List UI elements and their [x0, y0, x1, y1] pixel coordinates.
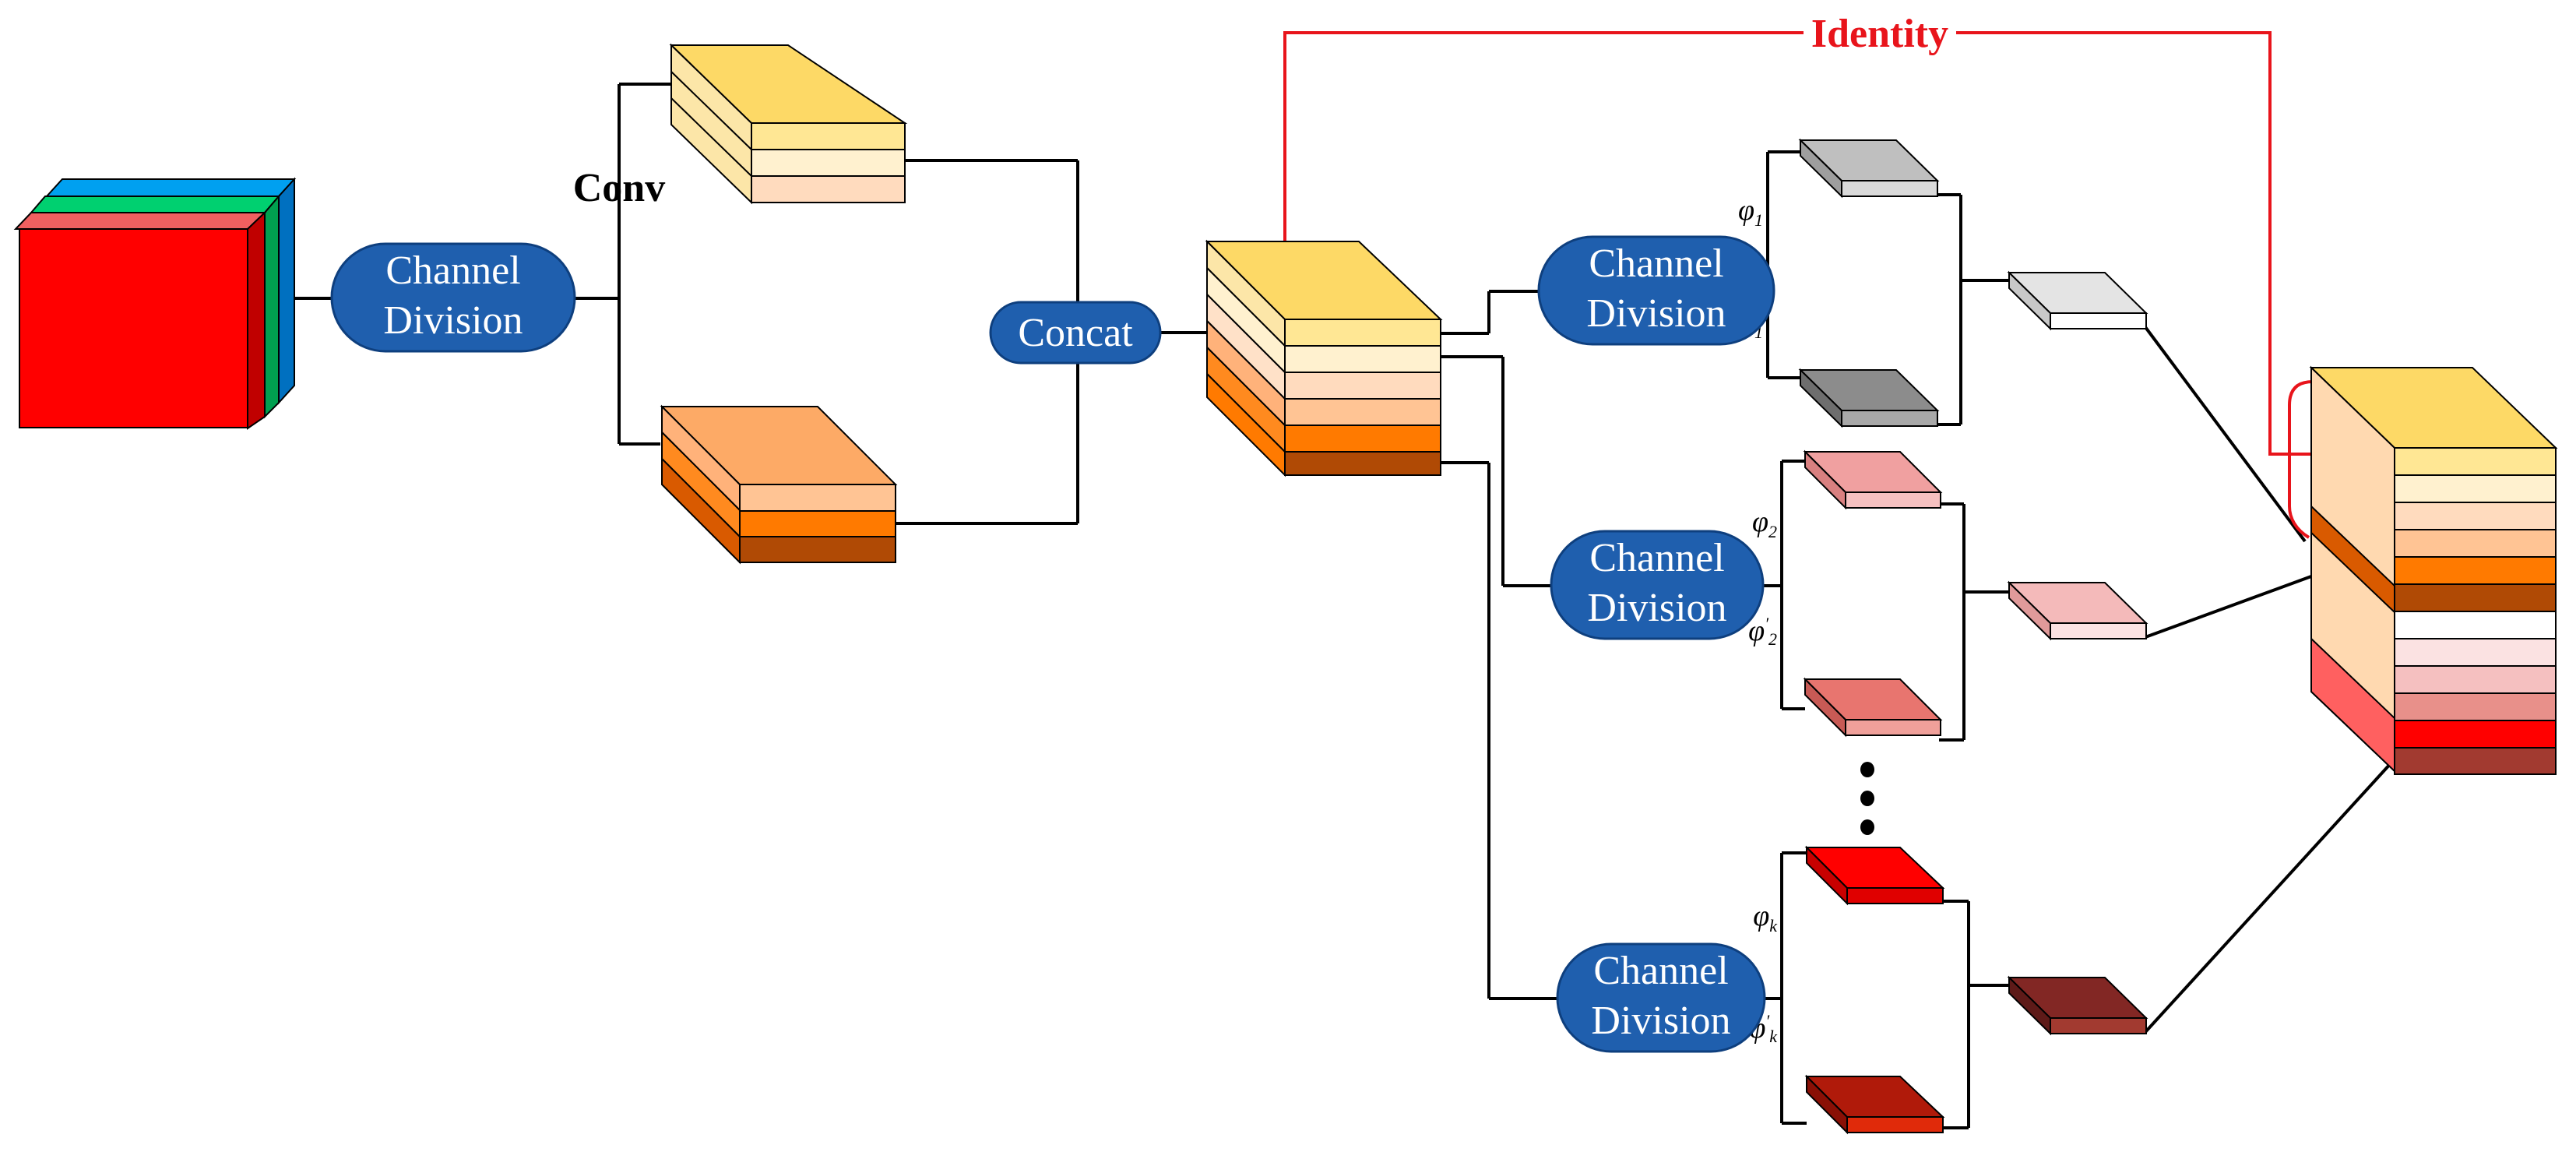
pill-3-line1: Channel: [1589, 536, 1724, 580]
phi-k-label: φk: [1753, 900, 1778, 935]
slab-merged-1: [2007, 270, 2148, 331]
slab-phi2: [1803, 449, 1943, 510]
phi-2-label: φ2: [1752, 506, 1777, 541]
phi-1-label: φ1: [1738, 194, 1763, 230]
feature-stack-bottom: [660, 404, 898, 565]
slab-phi1-prime: [1798, 368, 1940, 428]
phi-2-prime-label: φ′2: [1748, 614, 1777, 649]
feature-stack-top: [669, 43, 908, 205]
connection-lines: [282, 83, 2394, 1129]
feature-stack-concat: [1205, 239, 1443, 477]
channel-division-pill-2: Channel Division: [1537, 235, 1775, 346]
concat-pill: Concat: [989, 301, 1162, 365]
pill-2-line2: Division: [1586, 291, 1726, 336]
pill-2-line1: Channel: [1589, 241, 1723, 286]
input-cube: [13, 177, 297, 430]
slab-phi1: [1798, 138, 1940, 199]
pill-3-line2: Division: [1587, 586, 1726, 630]
slab-phik-prime: [1804, 1074, 1945, 1135]
slab-merged-2: [2007, 580, 2148, 641]
pill-1-line2: Division: [383, 298, 523, 343]
channel-division-pill-4: Channel Division: [1556, 942, 1766, 1053]
channel-division-pill-1: Channel Division: [330, 242, 576, 353]
pill-4-line2: Division: [1591, 999, 1730, 1043]
slab-phik: [1804, 845, 1945, 906]
slab-phi2-prime: [1803, 677, 1943, 738]
conv-label: Conv: [573, 166, 665, 210]
ellipsis-dots: [1860, 762, 1874, 835]
identity-connector: [1283, 31, 2314, 539]
slab-merged-k: [2007, 975, 2148, 1036]
concat-label: Concat: [1018, 311, 1133, 355]
pill-1-line1: Channel: [385, 248, 520, 293]
feature-stack-output: [2309, 365, 2558, 775]
channel-division-pill-3: Channel Division: [1550, 530, 1765, 640]
identity-label: Identity: [1811, 12, 1948, 56]
pill-4-line1: Channel: [1593, 949, 1728, 993]
